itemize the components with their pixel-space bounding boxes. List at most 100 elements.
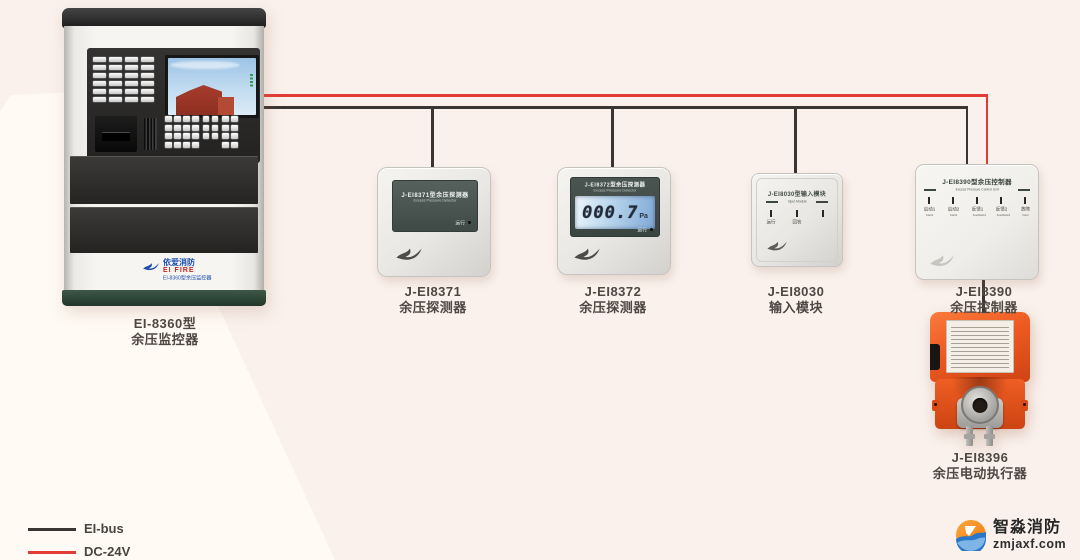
j-ei8371-run-led: 运行 xyxy=(453,218,471,227)
j-ei8371-screen-subtitle: Excess Pressure Detector xyxy=(413,199,457,203)
panel-lower-drawer-2 xyxy=(70,207,258,253)
keypad-arrow-keys xyxy=(202,116,218,156)
j-ei8390-subtitle: Excess Pressure Control Unit xyxy=(955,188,999,192)
j-ei8372-bezel: J-EI8372型余压探测器 Excess Pressure Detector … xyxy=(570,177,660,237)
j-ei8030-subtitle-line: Input Module xyxy=(757,199,837,205)
label-j-ei8371-model: J-EI8371 xyxy=(404,284,462,299)
label-j-ei8030-model: J-EI8030 xyxy=(767,284,825,299)
j-ei8372-screen-subtitle: Excess Pressure Detector xyxy=(593,189,637,193)
ei-bus-wire-horizontal xyxy=(264,106,968,109)
panel-top-cap xyxy=(62,8,266,28)
j-ei8396-shaft-hole xyxy=(972,398,988,413)
j-ei8390-led-feedback1: 反馈1 Feedback1 xyxy=(967,197,988,220)
j-ei8390-title: J-EI8390型余压控制器 xyxy=(942,179,1012,186)
j-ei8396-spec-label xyxy=(946,320,1014,373)
device-j-ei8371: J-EI8371型余压探测器 Excess Pressure Detector … xyxy=(377,167,491,277)
ei-bird-logo-icon xyxy=(574,248,600,260)
j-ei8371-led-dot xyxy=(467,220,471,225)
dc24v-wire-horizontal xyxy=(264,94,988,97)
j-ei8396-bolt-right xyxy=(984,426,995,446)
label-j-ei8390-type: 余压控制器 xyxy=(950,300,1018,315)
screen-cloud xyxy=(170,61,240,69)
ei-bird-logo-icon xyxy=(767,241,787,251)
j-ei8371-screen: J-EI8371型余压探测器 Excess Pressure Detector … xyxy=(392,180,478,232)
j-ei8372-lcd-unit: Pa xyxy=(639,213,648,220)
j-ei8030-led-spare xyxy=(814,210,832,227)
keypad-number-keys xyxy=(165,116,199,156)
j-ei8372-run-led: 运行 xyxy=(635,225,653,234)
j-ei8030-led-row: 运行 回答 xyxy=(757,210,837,227)
device-j-ei8396 xyxy=(930,312,1030,448)
led-tick xyxy=(976,197,978,204)
j-ei8030-subtitle: Input Module xyxy=(787,200,807,204)
panel-logo-cn: 依爱消防 xyxy=(163,258,195,267)
label-j-ei8030-type: 输入模块 xyxy=(768,300,823,315)
j-ei8390-led-fault: 故障 Fault xyxy=(1015,197,1036,220)
panel-logo-en: EI FIRE xyxy=(163,267,195,274)
led-tick xyxy=(796,210,798,217)
ei-bird-logo-icon xyxy=(396,248,422,260)
label-j-ei8030: J-EI8030 输入模块 xyxy=(711,284,881,316)
ei-bird-logo-icon xyxy=(143,263,159,271)
led-tick xyxy=(822,210,824,217)
subtitle-dash xyxy=(1018,189,1031,191)
panel-keypad xyxy=(165,116,257,156)
label-ei8360: EI-8360型 余压监控器 xyxy=(80,316,250,348)
panel-printer xyxy=(95,116,137,152)
ei-bus-drop-8390 xyxy=(965,106,968,167)
subtitle-dash xyxy=(816,201,829,203)
zhimiao-logo-icon xyxy=(956,520,986,551)
label-ei8360-type: 余压监控器 xyxy=(131,332,199,347)
ei-bus-drop-8372 xyxy=(611,106,614,169)
j-ei8030-led-run: 运行 xyxy=(762,210,780,227)
label-j-ei8372-type: 余压探测器 xyxy=(579,300,647,315)
legend-ei-bus-line xyxy=(28,528,76,531)
label-j-ei8372: J-EI8372 余压探测器 xyxy=(528,284,698,316)
label-ei8360-model: EI-8360型 xyxy=(133,316,197,331)
j-ei8396-side-notch xyxy=(930,344,940,370)
panel-logo-model: EI-8360型余压监控器 xyxy=(163,275,212,281)
j-ei8372-screen-title: J-EI8372型余压探测器 xyxy=(584,182,646,189)
wire-8390-to-actuator xyxy=(982,276,985,316)
led-tick xyxy=(1000,197,1002,204)
led-tick xyxy=(928,197,930,204)
ei-bus-drop-8030 xyxy=(794,106,797,175)
j-ei8371-screen-title: J-EI8371型余压探测器 xyxy=(401,193,469,199)
panel-screen-image xyxy=(168,58,256,115)
label-j-ei8372-model: J-EI8372 xyxy=(584,284,642,299)
panel-indicator-grid xyxy=(93,57,159,107)
subtitle-dash xyxy=(765,201,778,203)
j-ei8030-face: J-EI8030型输入模块 Input Module 运行 回答 xyxy=(756,178,838,262)
label-j-ei8396: J-EI8396 余压电动执行器 xyxy=(895,450,1065,482)
device-j-ei8390: J-EI8390型余压控制器 Excess Pressure Control U… xyxy=(915,164,1039,280)
label-j-ei8390: J-EI8390 余压控制器 xyxy=(899,284,1069,316)
panel-lower-drawer-1 xyxy=(70,156,258,204)
screen-green-text xyxy=(250,74,253,88)
legend-dc24v-label: DC-24V xyxy=(84,544,131,559)
j-ei8390-subtitle-line: Excess Pressure Control Unit xyxy=(916,187,1038,193)
j-ei8396-right-tab xyxy=(1021,400,1028,411)
j-ei8372-led-dot xyxy=(649,227,653,232)
device-j-ei8372: J-EI8372型余压探测器 Excess Pressure Detector … xyxy=(557,167,671,275)
led-tick xyxy=(1024,197,1026,204)
panel-brand-block: 依爱消防 EI FIRE EI-8360型余压监控器 xyxy=(142,258,252,283)
label-j-ei8371-type: 余压探测器 xyxy=(399,300,467,315)
branding-name: 智淼消防 xyxy=(993,519,1062,536)
device-j-ei8030: J-EI8030型输入模块 Input Module 运行 回答 xyxy=(751,173,843,267)
led-tick xyxy=(770,210,772,217)
j-ei8390-led-row: 启动1 Start1 启动2 Start2 反馈1 Feedback1 反馈2 … xyxy=(916,197,1038,220)
j-ei8030-led-answer: 回答 xyxy=(788,210,806,227)
j-ei8372-lcd-value: 000.7 xyxy=(582,202,639,223)
j-ei8396-top-block xyxy=(930,312,1030,382)
label-j-ei8371: J-EI8371 余压探测器 xyxy=(348,284,518,316)
label-j-ei8396-type: 余压电动执行器 xyxy=(932,466,1028,481)
device-ei8360-panel: 依爱消防 EI FIRE EI-8360型余压监控器 xyxy=(62,8,266,313)
panel-speaker-grille xyxy=(144,118,157,150)
legend-dc24v-line xyxy=(28,551,76,554)
label-j-ei8396-model: J-EI8396 xyxy=(951,450,1009,465)
ei-bird-logo-icon xyxy=(930,255,954,266)
keypad-function-keys xyxy=(222,116,238,156)
label-j-ei8390-model: J-EI8390 xyxy=(955,284,1013,299)
j-ei8396-bolt-left xyxy=(964,426,975,446)
